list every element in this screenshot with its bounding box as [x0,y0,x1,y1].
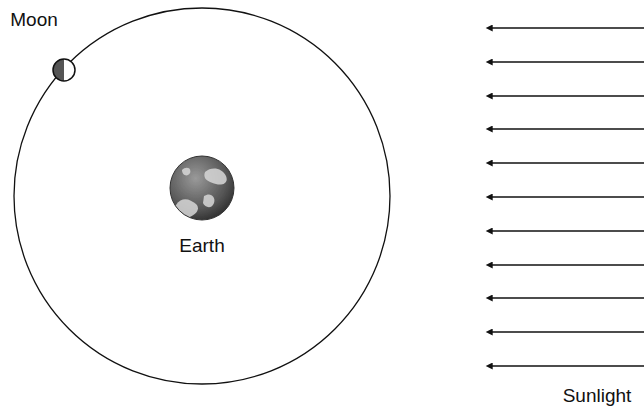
earth-globe [170,156,234,220]
earth-label: Earth [179,236,224,257]
sunlight-label: Sunlight [563,386,632,407]
moon-symbol [53,59,75,81]
moon-orbit [14,8,390,384]
moon-label: Moon [10,10,58,31]
sunlight-arrows [492,28,644,366]
